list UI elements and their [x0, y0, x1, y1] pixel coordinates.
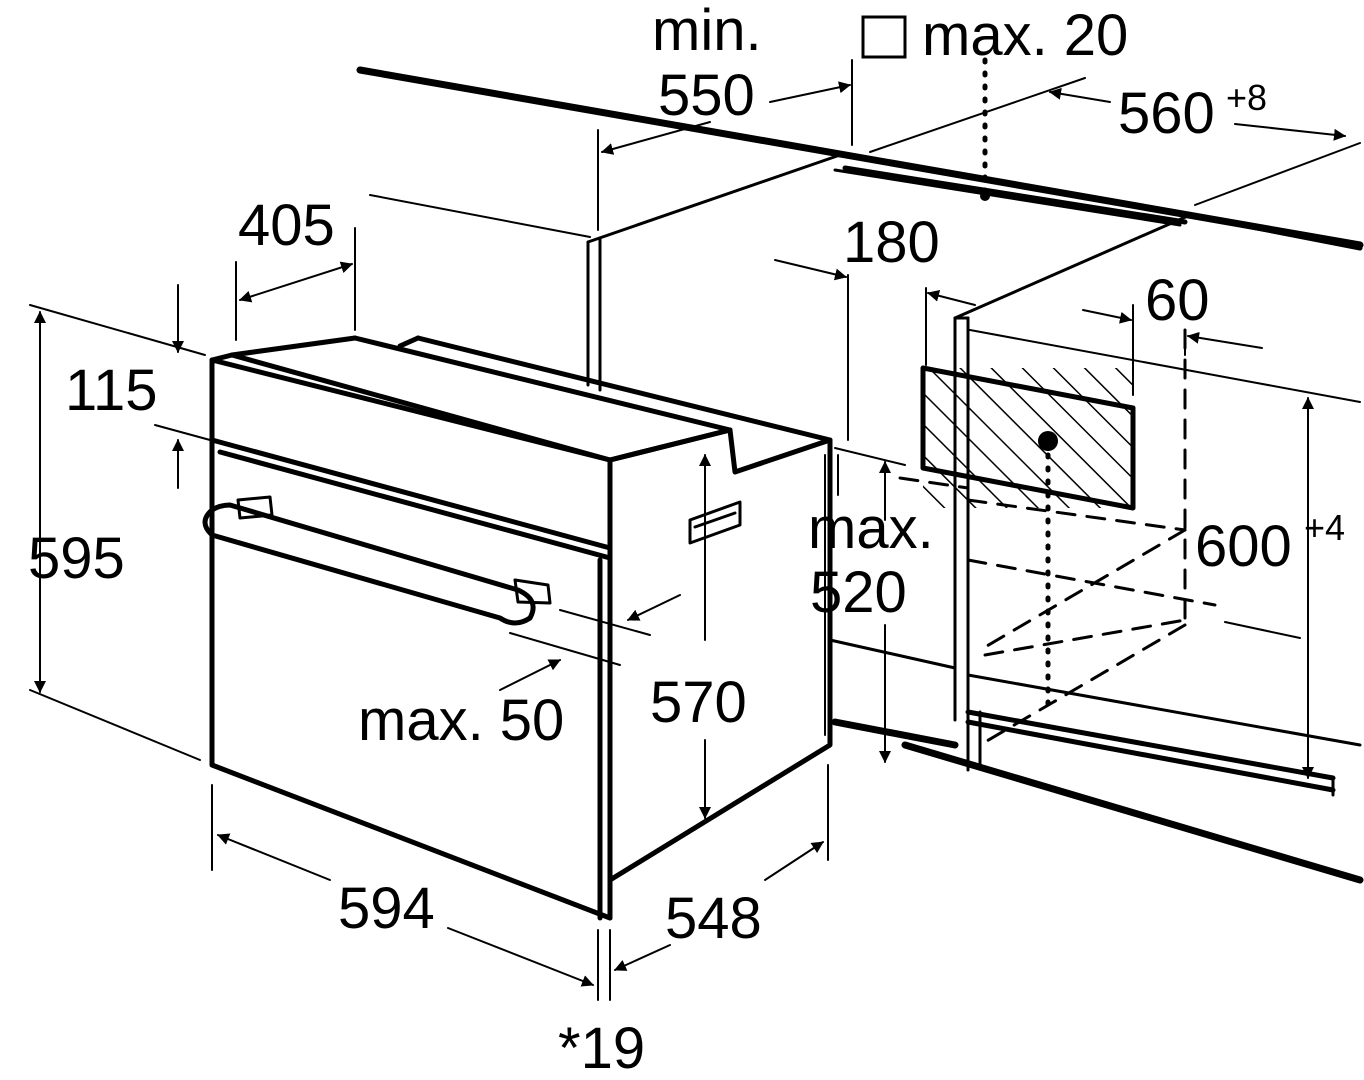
oven-appliance [202, 335, 833, 921]
oven-handle [202, 495, 552, 626]
socket-dot-icon [1038, 431, 1058, 451]
label-note-19: *19 [558, 1016, 645, 1080]
label-595: 595 [28, 526, 125, 591]
label-520: 520 [810, 560, 907, 625]
label-560: 560 [1118, 81, 1215, 146]
label-180: 180 [843, 210, 940, 275]
label-570: 570 [650, 670, 747, 735]
dimension-labels: min. 550 max. 20 560 +8 405 180 60 115 5… [28, 0, 1345, 1080]
label-max-20: max. 20 [922, 3, 1128, 68]
square-outline-icon [861, 15, 907, 59]
label-548: 548 [665, 886, 762, 951]
label-405: 405 [238, 193, 335, 258]
label-115: 115 [65, 358, 157, 423]
label-594: 594 [338, 876, 435, 941]
label-60: 60 [1145, 268, 1210, 333]
label-600: 600 [1195, 514, 1292, 579]
label-550: 550 [658, 63, 755, 128]
label-600-tolerance: +4 [1304, 507, 1345, 548]
label-min: min. [652, 0, 762, 63]
label-max-50: max. 50 [358, 688, 564, 753]
label-max: max. [808, 496, 934, 561]
electrical-connection-zone [923, 368, 1133, 508]
cabinet-niche [356, 57, 1364, 884]
dimension-lines [29, 59, 1361, 1001]
label-560-tolerance: +8 [1226, 77, 1267, 118]
